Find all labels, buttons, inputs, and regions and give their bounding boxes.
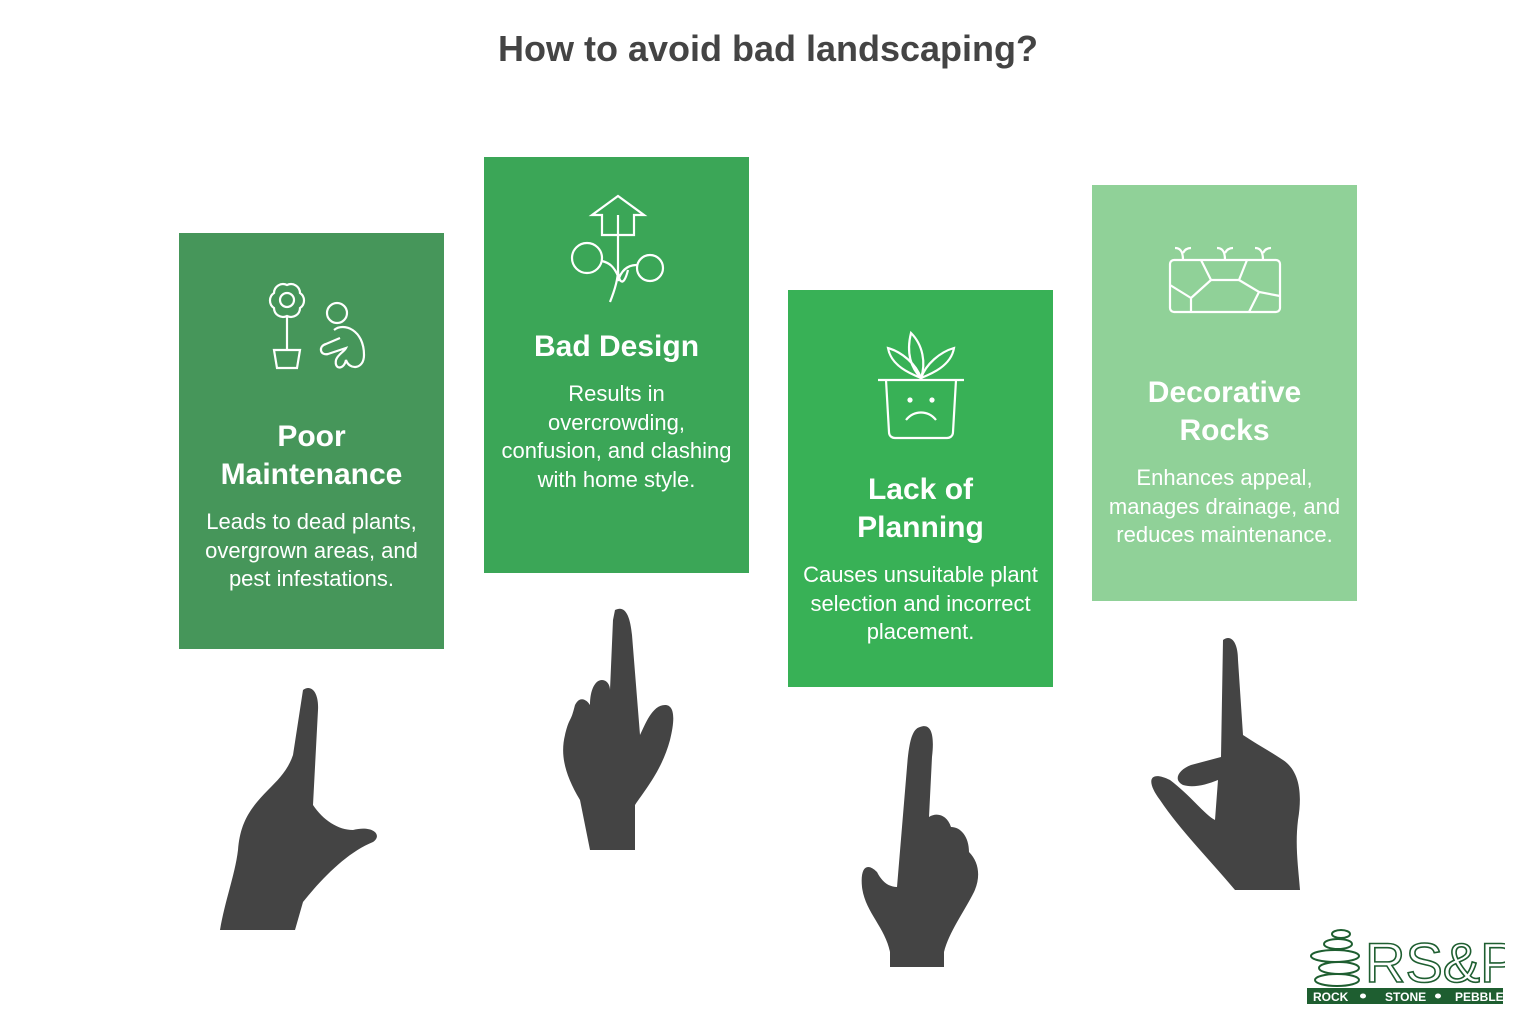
- card-title: Poor Maintenance: [220, 420, 403, 491]
- sad-plant-pot-icon: [877, 330, 964, 440]
- card-lack-of-planning: Lack of Planning Causes unsuitable plant…: [788, 290, 1053, 687]
- card-decorative-rocks: Decorative Rocks Enhances appeal, manage…: [1092, 185, 1357, 601]
- card-description: Results in overcrowding, confusion, and …: [501, 381, 732, 492]
- card-poor-maintenance: Poor Maintenance Leads to dead plants, o…: [179, 233, 444, 649]
- card-description: Leads to dead plants, overgrown areas, a…: [205, 509, 418, 591]
- card-description: Enhances appeal, manages drainage, and r…: [1108, 465, 1341, 547]
- pointing-hand-icon: [1151, 638, 1300, 890]
- pointing-hand-icon: [563, 608, 674, 850]
- card-bad-design: Bad Design Results in overcrowding, conf…: [484, 157, 749, 573]
- card-description: Causes unsuitable plant selection and in…: [803, 562, 1038, 644]
- svg-text:ROCK: ROCK: [1313, 990, 1349, 1004]
- page-title: How to avoid bad landscaping?: [497, 28, 1039, 69]
- rsp-logo: RS&P ROCK STONE PEBBLE: [1305, 920, 1518, 1005]
- card-title: Bad Design: [533, 330, 700, 363]
- svg-text:STONE: STONE: [1385, 990, 1426, 1004]
- rock-wall-icon: [1168, 246, 1281, 314]
- pointing-hand-icon: [861, 726, 979, 967]
- card-title: Decorative Rocks: [1147, 376, 1302, 447]
- pointing-hand-icon: [220, 688, 377, 930]
- house-plant-icon: [570, 194, 664, 303]
- svg-text:PEBBLE: PEBBLE: [1455, 990, 1504, 1004]
- svg-text:RS&P: RS&P: [1365, 931, 1505, 994]
- card-title: Lack of Planning: [857, 473, 984, 544]
- flower-pot-person-icon: [268, 282, 365, 370]
